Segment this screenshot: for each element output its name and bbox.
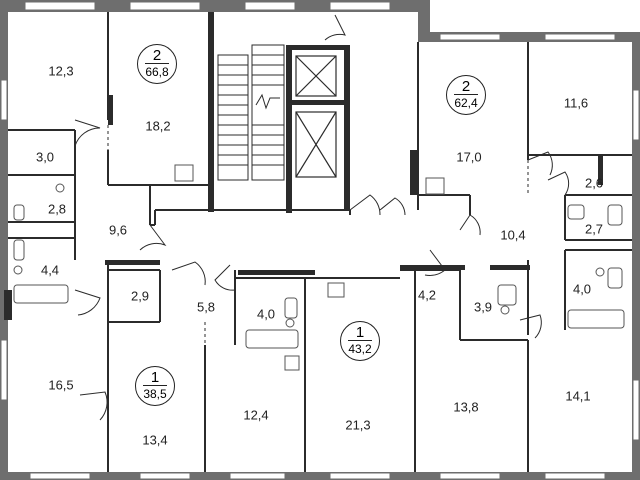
room-area: 12,4 — [243, 407, 269, 423]
apartment-rooms: 1 — [143, 370, 167, 386]
apartment-badge: 1 43,2 — [340, 321, 380, 361]
room-area: 12,3 — [48, 63, 74, 79]
room-area: 18,2 — [145, 118, 171, 134]
apartment-total-area: 38,5 — [143, 387, 167, 401]
apartment-total-area: 66,8 — [145, 65, 169, 79]
openings — [107, 125, 529, 345]
room-area: 4,4 — [40, 262, 60, 278]
apartment-total-area: 62,4 — [454, 96, 478, 110]
staircase — [217, 44, 285, 181]
apartment-badge: 1 38,5 — [135, 366, 175, 406]
room-area: 21,3 — [345, 417, 371, 433]
apartment-total-area: 43,2 — [348, 342, 372, 356]
apartment-rooms: 1 — [348, 325, 372, 341]
room-area: 14,1 — [565, 388, 591, 404]
room-area: 2,7 — [584, 221, 604, 237]
interior-walls — [8, 12, 632, 472]
fixtures — [13, 164, 625, 371]
apartment-rooms: 2 — [145, 48, 169, 64]
room-area: 2,8 — [47, 201, 67, 217]
room-area: 3,9 — [473, 299, 493, 315]
room-area: 2,9 — [130, 288, 150, 304]
elevator-shafts — [295, 55, 337, 178]
apartment-rooms: 2 — [454, 79, 478, 95]
room-area: 9,6 — [108, 222, 128, 238]
structural-walls — [4, 12, 603, 320]
room-area: 3,0 — [35, 149, 55, 165]
room-area: 4,0 — [572, 281, 592, 297]
room-area: 16,5 — [48, 377, 74, 393]
doors — [74, 14, 570, 421]
room-area: 4,2 — [417, 287, 437, 303]
room-area: 5,8 — [196, 299, 216, 315]
room-area: 13,4 — [142, 432, 168, 448]
room-area: 17,0 — [456, 149, 482, 165]
room-area: 13,8 — [453, 399, 479, 415]
room-area: 2,6 — [584, 175, 604, 191]
room-area: 11,6 — [563, 95, 589, 111]
apartment-badge: 2 66,8 — [137, 44, 177, 84]
room-area: 4,0 — [256, 306, 276, 322]
room-area: 10,4 — [500, 227, 526, 243]
apartment-badge: 2 62,4 — [446, 75, 486, 115]
